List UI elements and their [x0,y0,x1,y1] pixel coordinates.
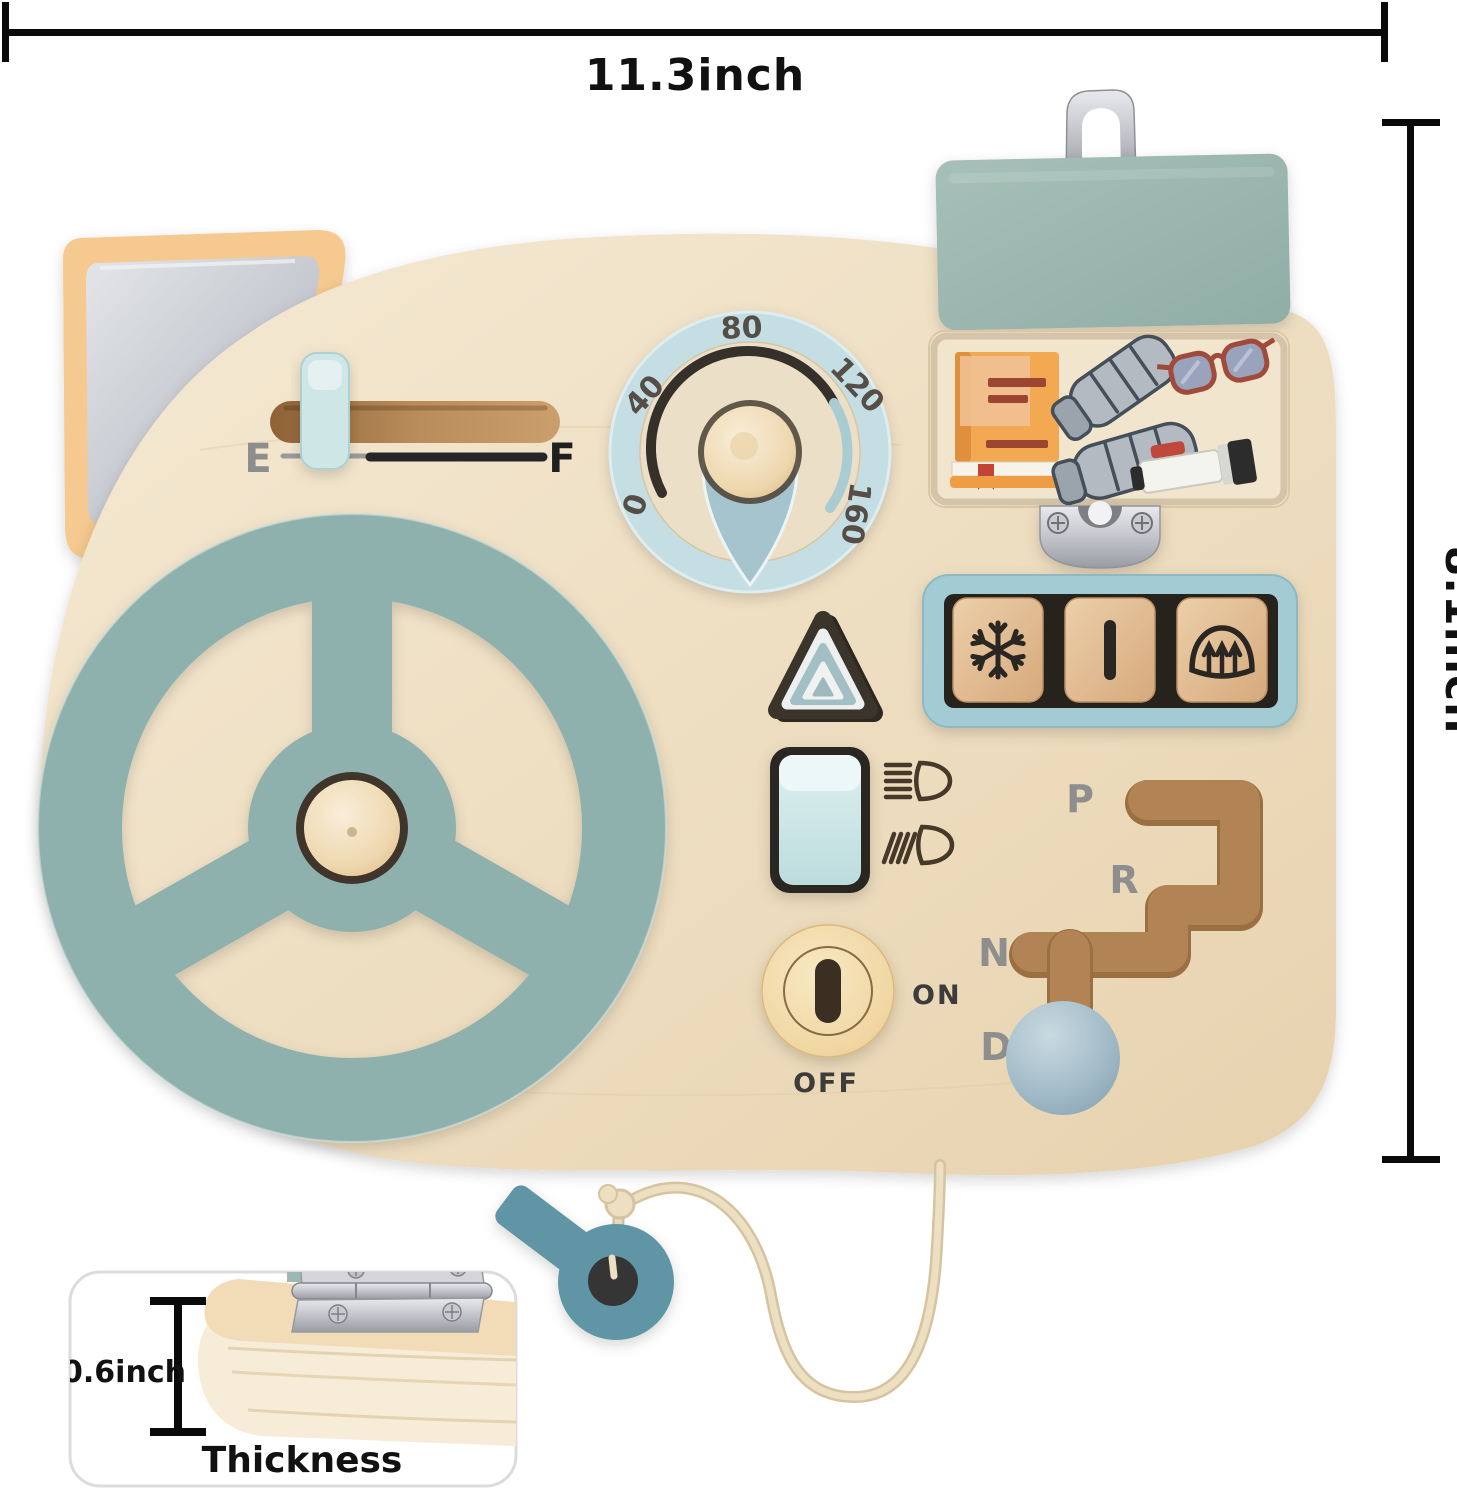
key-hole [588,1256,638,1306]
glove-box-compartment [928,330,1290,508]
low-beam-icon [881,824,955,866]
width-label: 11.3inch [585,50,805,101]
ignition-switch: ON OFF [761,924,962,1099]
fuel-slider-knob [300,352,350,470]
glove-box-lid [935,153,1291,331]
thickness-value-label: 0.6inch [62,1355,186,1390]
flashlight-graphic [1130,438,1257,494]
thickness-inset: 0.6inch Thickness [62,1270,518,1488]
book-graphic [950,352,1072,490]
glove-box [928,153,1291,569]
power-bar-icon [1104,620,1116,680]
ignition-off-label: OFF [793,1068,859,1099]
gear-label-n: N [978,931,1010,975]
fuel-empty-label: E [244,436,271,482]
speedometer: 0 40 80 120 160 [608,310,892,594]
steering-wheel [37,513,667,1143]
warning-triangle-icon [768,611,883,722]
gear-shifter: P R N D [978,777,1263,1115]
latch [1039,501,1161,569]
high-beam-icon [883,760,953,802]
speed-tick-80: 80 [720,310,763,346]
metal-hinge [287,1272,493,1333]
toy-key-on-string [495,1159,946,1404]
speedometer-pointer [698,400,802,588]
fuel-full-label: F [548,436,575,482]
headlight-switch [770,747,955,893]
ignition-on-label: ON [912,980,962,1011]
snowflake-button [952,597,1044,703]
windshield-defrost-icon [1189,625,1255,679]
toy-key [495,1185,674,1340]
keyhole [815,959,841,1023]
sunglasses-graphic [1156,337,1276,395]
thickness-dimension [150,1297,206,1436]
power-button [1064,597,1156,703]
thickness-caption: Thickness [202,1440,403,1481]
gear-label-p: P [1066,777,1094,821]
width-dimension: 11.3inch [2,2,1388,101]
height-dimension: 8.1inch [1382,119,1457,1163]
height-label: 8.1inch [1435,546,1457,735]
snowflake-icon [970,620,1026,680]
gear-knob [1006,1001,1120,1115]
control-button-panel [922,574,1298,728]
fuel-gauge: E F [244,352,576,482]
gear-label-r: R [1109,858,1138,902]
lipstick-graphic [1150,441,1186,459]
defrost-button [1176,597,1268,703]
